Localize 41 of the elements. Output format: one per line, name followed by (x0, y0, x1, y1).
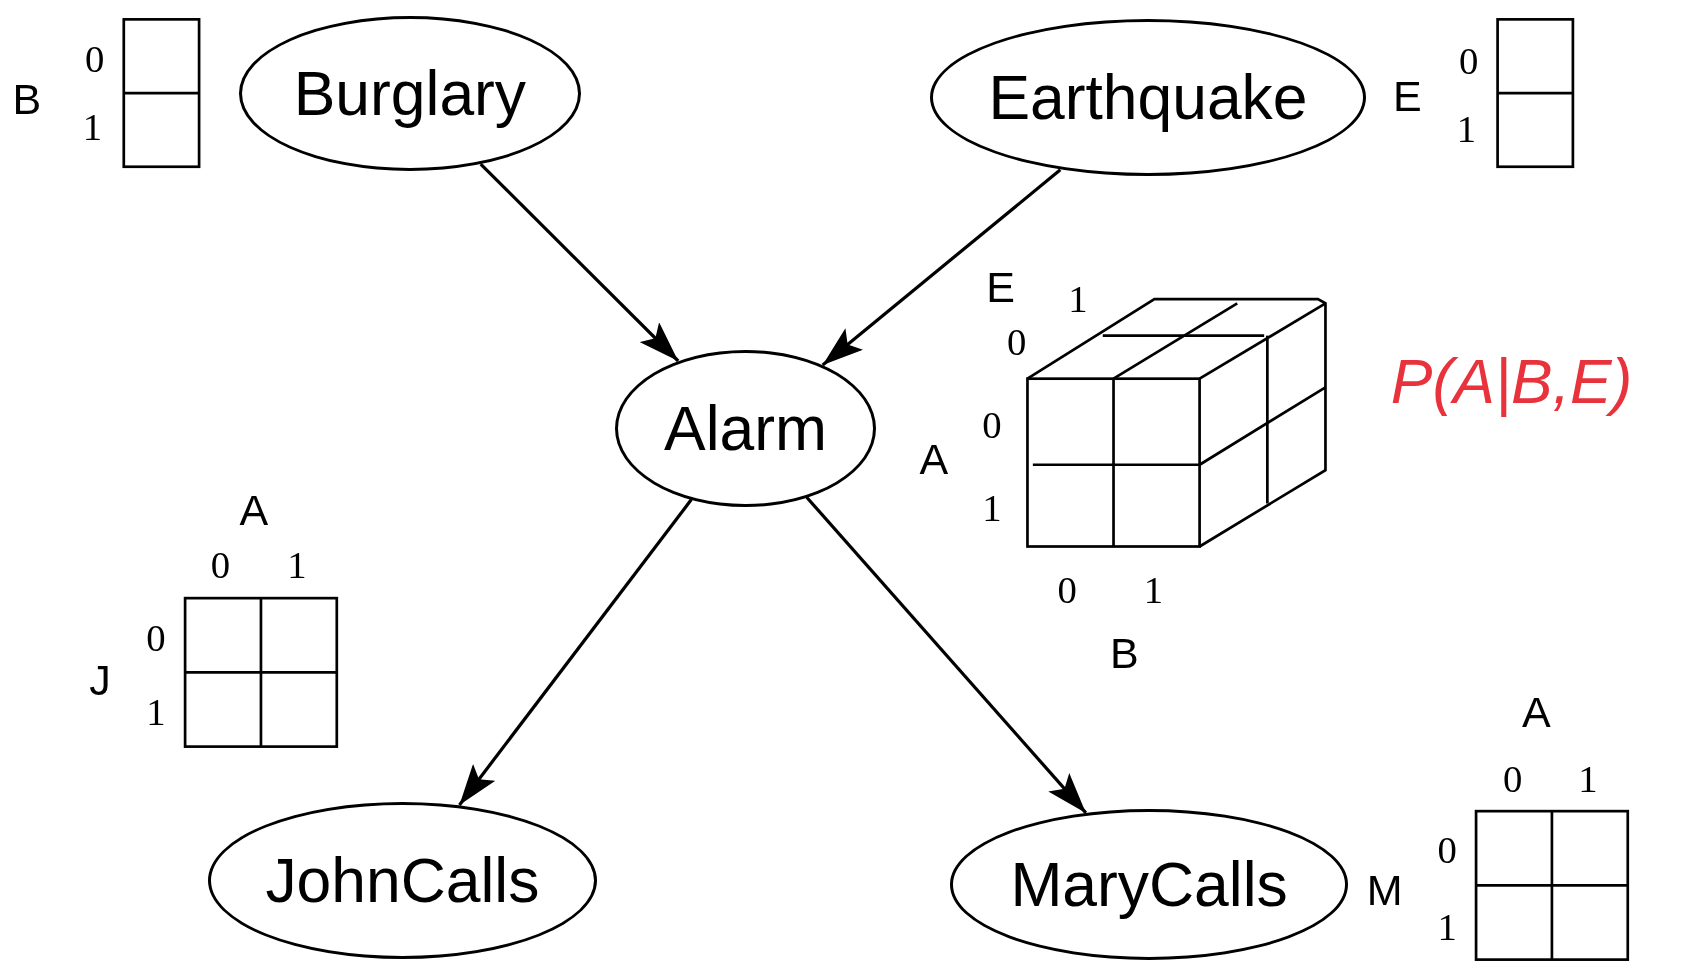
variable-label: A (1522, 691, 1551, 735)
state-value: 1 (1578, 759, 1598, 799)
variable-label: J (89, 659, 111, 703)
state-value: 1 (287, 545, 307, 585)
state-value: 0 (982, 405, 1002, 445)
state-value: 0 (1437, 830, 1457, 870)
variable-label: A (919, 438, 949, 482)
variable-label: A (239, 489, 269, 533)
state-value: 0 (85, 39, 105, 79)
variable-label: E (1392, 75, 1422, 119)
state-value: 0 (1503, 759, 1523, 799)
state-value: 1 (1143, 570, 1163, 609)
variable-label: B (1109, 632, 1139, 676)
state-value: 0 (1007, 322, 1027, 362)
node-label: Alarm (664, 392, 828, 464)
state-value: 0 (1057, 570, 1077, 609)
variable-label: M (1366, 869, 1403, 913)
variable-label: B (12, 78, 42, 122)
state-value: 0 (146, 618, 166, 658)
arrow (458, 498, 693, 806)
node-label: MaryCalls (1010, 848, 1288, 920)
arrow (805, 496, 1088, 814)
state-value: 1 (982, 488, 1002, 528)
node-label: Earthquake (988, 62, 1308, 134)
variable-label: E (986, 266, 1015, 310)
node-label: Burglary (293, 58, 527, 130)
ellipse-node (207, 801, 598, 959)
ellipse-node (950, 809, 1349, 960)
arrow (479, 162, 680, 363)
arrow (821, 168, 1062, 367)
ellipse-node (929, 19, 1367, 177)
state-value: 0 (1458, 41, 1479, 81)
state-value: 0 (210, 545, 231, 585)
state-value: 1 (1068, 279, 1088, 319)
state-value: 1 (146, 692, 166, 732)
state-value: 1 (1437, 908, 1457, 947)
state-value: 1 (82, 107, 103, 147)
node-label: JohnCalls (265, 844, 540, 916)
ellipse-node (615, 349, 876, 507)
ellipse-node (238, 16, 581, 172)
state-value: 1 (1456, 109, 1477, 149)
